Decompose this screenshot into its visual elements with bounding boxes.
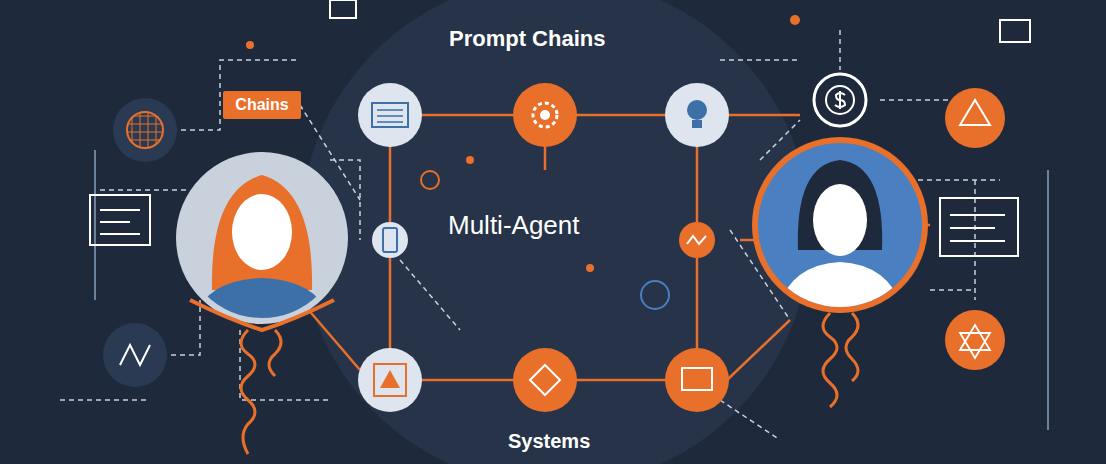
document-icons [90, 0, 1030, 256]
person-right [752, 137, 928, 407]
label-box: Chains [223, 91, 301, 119]
caption-label: Multi-Agent [448, 210, 580, 241]
person-left [176, 152, 348, 454]
background-disc [300, 0, 810, 464]
title: Prompt Chains [449, 26, 605, 52]
dashed-wires [60, 30, 1000, 440]
node-text: Chains [235, 96, 288, 114]
icon-circles [103, 15, 1005, 412]
caption-label: Systems [508, 430, 590, 453]
